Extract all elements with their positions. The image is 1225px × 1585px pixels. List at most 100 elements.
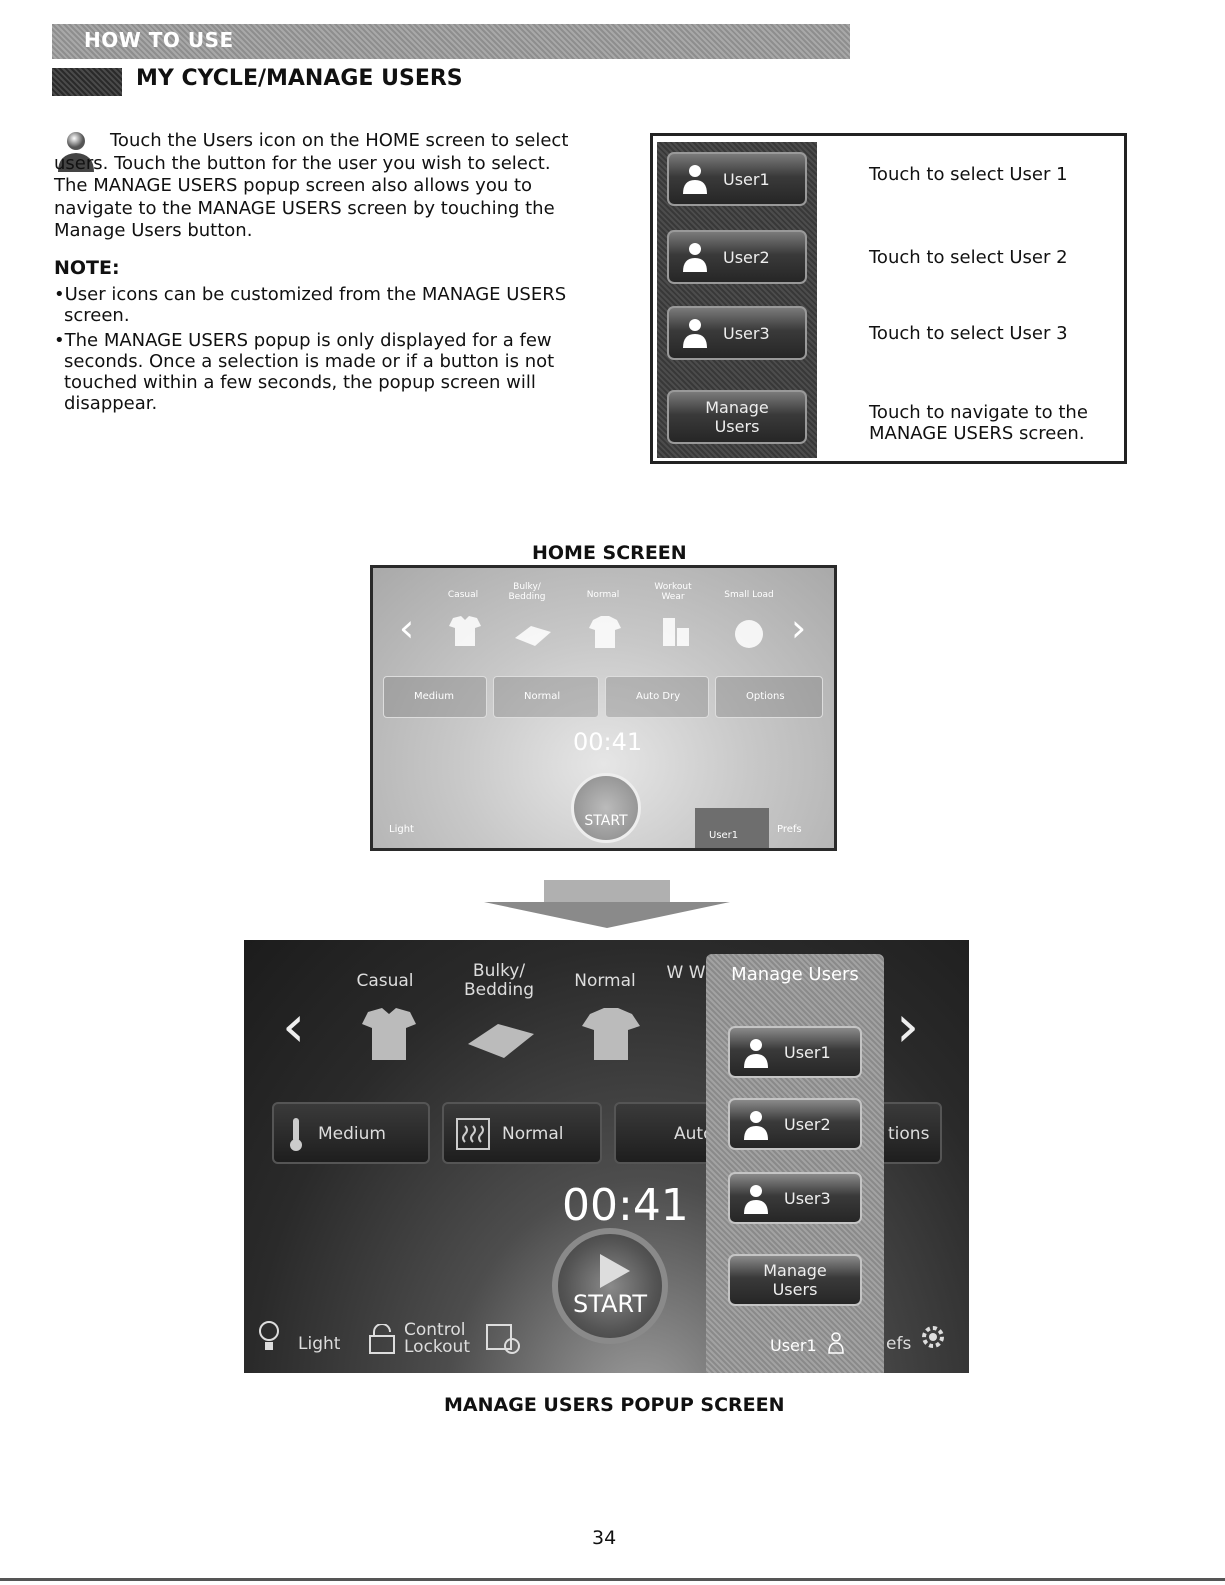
prev-arrow-icon[interactable]: ‹ xyxy=(282,992,306,1060)
user3-label: User3 xyxy=(723,324,770,343)
section-header-bar: HOW TO USE xyxy=(52,24,850,59)
note-item: User icons can be customized from the MA… xyxy=(54,284,574,326)
next-arrow-icon[interactable]: › xyxy=(791,606,807,650)
users-icon xyxy=(58,132,94,172)
options-button[interactable]: Options xyxy=(715,676,823,718)
manage-users-label: Manage Users xyxy=(669,398,805,436)
current-user-label: User1 xyxy=(709,830,739,841)
note-title: NOTE: xyxy=(54,257,120,279)
bedding-icon xyxy=(515,626,551,646)
user1-button[interactable]: User1 xyxy=(728,1026,862,1078)
legend-desc-manage: Touch to navigate to the MANAGE USERS sc… xyxy=(869,402,1088,444)
control-lockout-button[interactable]: Control Lockout xyxy=(404,1322,470,1356)
manage-users-button[interactable]: Manage Users xyxy=(728,1254,862,1306)
lock-icon xyxy=(369,1324,395,1354)
cycle-time: 00:41 xyxy=(562,1180,689,1231)
auto-dry-label: Auto xyxy=(674,1124,714,1144)
next-arrow-icon[interactable]: › xyxy=(896,992,920,1060)
user1-button[interactable]: User1 xyxy=(667,152,807,206)
person-icon xyxy=(744,1185,768,1214)
light-bulb-icon xyxy=(259,1321,279,1350)
auto-dry-label: Auto Dry xyxy=(636,691,681,702)
dryness-label: Normal xyxy=(502,1124,564,1144)
dryness-option[interactable]: Normal xyxy=(493,676,599,718)
category-small-load[interactable]: Small Load xyxy=(724,590,774,600)
manage-users-popup-screen: ‹ › Casual Bulky/ Bedding Normal W W Med… xyxy=(244,940,969,1373)
user-outline-icon xyxy=(827,1332,844,1354)
user3-button[interactable]: User3 xyxy=(728,1172,862,1224)
workout-wear-icon xyxy=(663,618,689,646)
options-label: Options xyxy=(746,691,785,702)
prefs-button[interactable]: Prefs xyxy=(777,824,802,835)
person-icon xyxy=(744,1039,768,1068)
shirt-shorts-icon xyxy=(449,616,481,646)
note-item: The MANAGE USERS popup is only displayed… xyxy=(54,330,574,414)
page-number: 34 xyxy=(592,1527,617,1549)
gear-icon xyxy=(922,1326,944,1348)
temperature-option[interactable]: Medium xyxy=(272,1102,430,1164)
temperature-option[interactable]: Medium xyxy=(383,676,487,718)
thermometer-icon xyxy=(290,1118,302,1151)
manage-users-label: Manage Users xyxy=(730,1261,860,1299)
category-workout-partial[interactable]: W W xyxy=(666,963,706,983)
category-workout[interactable]: Workout Wear xyxy=(654,582,692,602)
legend-desc-user3: Touch to select User 3 xyxy=(869,323,1068,344)
manage-line2: Users xyxy=(772,1280,818,1299)
current-user-label: User1 xyxy=(770,1336,817,1355)
user1-label: User1 xyxy=(723,170,770,189)
section-title: MY CYCLE/MANAGE USERS xyxy=(136,66,463,91)
light-button[interactable]: Light xyxy=(389,824,414,835)
legend-desc-user2: Touch to select User 2 xyxy=(869,247,1068,268)
user2-button[interactable]: User2 xyxy=(667,230,807,284)
legend-desc-user1: Touch to select User 1 xyxy=(869,164,1068,185)
category-bulky[interactable]: Bulky/ Bedding xyxy=(464,961,534,1000)
manage-line1: Manage xyxy=(763,1261,827,1280)
prev-arrow-icon[interactable]: ‹ xyxy=(399,606,415,650)
tshirt-icon xyxy=(589,616,621,648)
dryness-icon xyxy=(456,1118,490,1150)
current-user-indicator[interactable]: User1 xyxy=(770,1332,844,1355)
start-button[interactable]: START xyxy=(571,773,641,843)
manage-users-button[interactable]: Manage Users xyxy=(667,390,807,444)
tshirt-icon xyxy=(582,1008,640,1060)
down-arrow-icon xyxy=(484,880,730,928)
legend-box: User1 User2 User3 Manage Users Touch to … xyxy=(650,133,1127,464)
legend-user-panel: User1 User2 User3 Manage Users xyxy=(657,142,817,458)
note-list: User icons can be customized from the MA… xyxy=(54,284,574,418)
dryness-option[interactable]: Normal xyxy=(442,1102,602,1164)
delay-grid-icon xyxy=(486,1324,520,1354)
user1-label: User1 xyxy=(784,1043,831,1062)
lockout-label: Lockout xyxy=(404,1337,470,1357)
bottom-rule xyxy=(0,1578,1225,1581)
prefs-button[interactable]: efs xyxy=(886,1334,912,1354)
legend-desc-manage-line1: Touch to navigate to the xyxy=(869,402,1088,423)
user2-button[interactable]: User2 xyxy=(728,1098,862,1150)
header-label: HOW TO USE xyxy=(84,28,234,52)
user3-button[interactable]: User3 xyxy=(667,306,807,360)
bedding-icon xyxy=(468,1024,534,1058)
start-button[interactable]: START xyxy=(552,1228,668,1344)
person-icon xyxy=(683,319,707,348)
popup-screen-caption: MANAGE USERS POPUP SCREEN xyxy=(444,1394,785,1416)
small-load-icon xyxy=(735,620,763,648)
light-button[interactable]: Light xyxy=(298,1334,341,1354)
person-icon xyxy=(683,165,707,194)
intro-paragraph: Touch the Users icon on the HOME screen … xyxy=(54,130,569,241)
play-icon xyxy=(600,1254,630,1288)
start-label: START xyxy=(572,1290,648,1318)
user2-label: User2 xyxy=(784,1115,831,1134)
auto-dry-option[interactable]: Auto Dry xyxy=(605,676,709,718)
user3-label: User3 xyxy=(784,1189,831,1208)
users-button[interactable]: User1 xyxy=(695,808,769,848)
category-normal[interactable]: Normal xyxy=(574,971,636,991)
category-casual[interactable]: Casual xyxy=(447,590,479,600)
category-casual[interactable]: Casual xyxy=(356,971,414,991)
person-icon xyxy=(744,1111,768,1140)
options-label: tions xyxy=(888,1124,930,1144)
home-screen-caption: HOME SCREEN xyxy=(532,542,687,564)
auto-dry-option[interactable]: Auto xyxy=(614,1102,714,1164)
category-bulky[interactable]: Bulky/ Bedding xyxy=(508,582,546,602)
category-normal[interactable]: Normal xyxy=(586,590,620,600)
legend-desc-manage-line2: MANAGE USERS screen. xyxy=(869,423,1085,444)
manage-line1: Manage xyxy=(705,398,769,417)
